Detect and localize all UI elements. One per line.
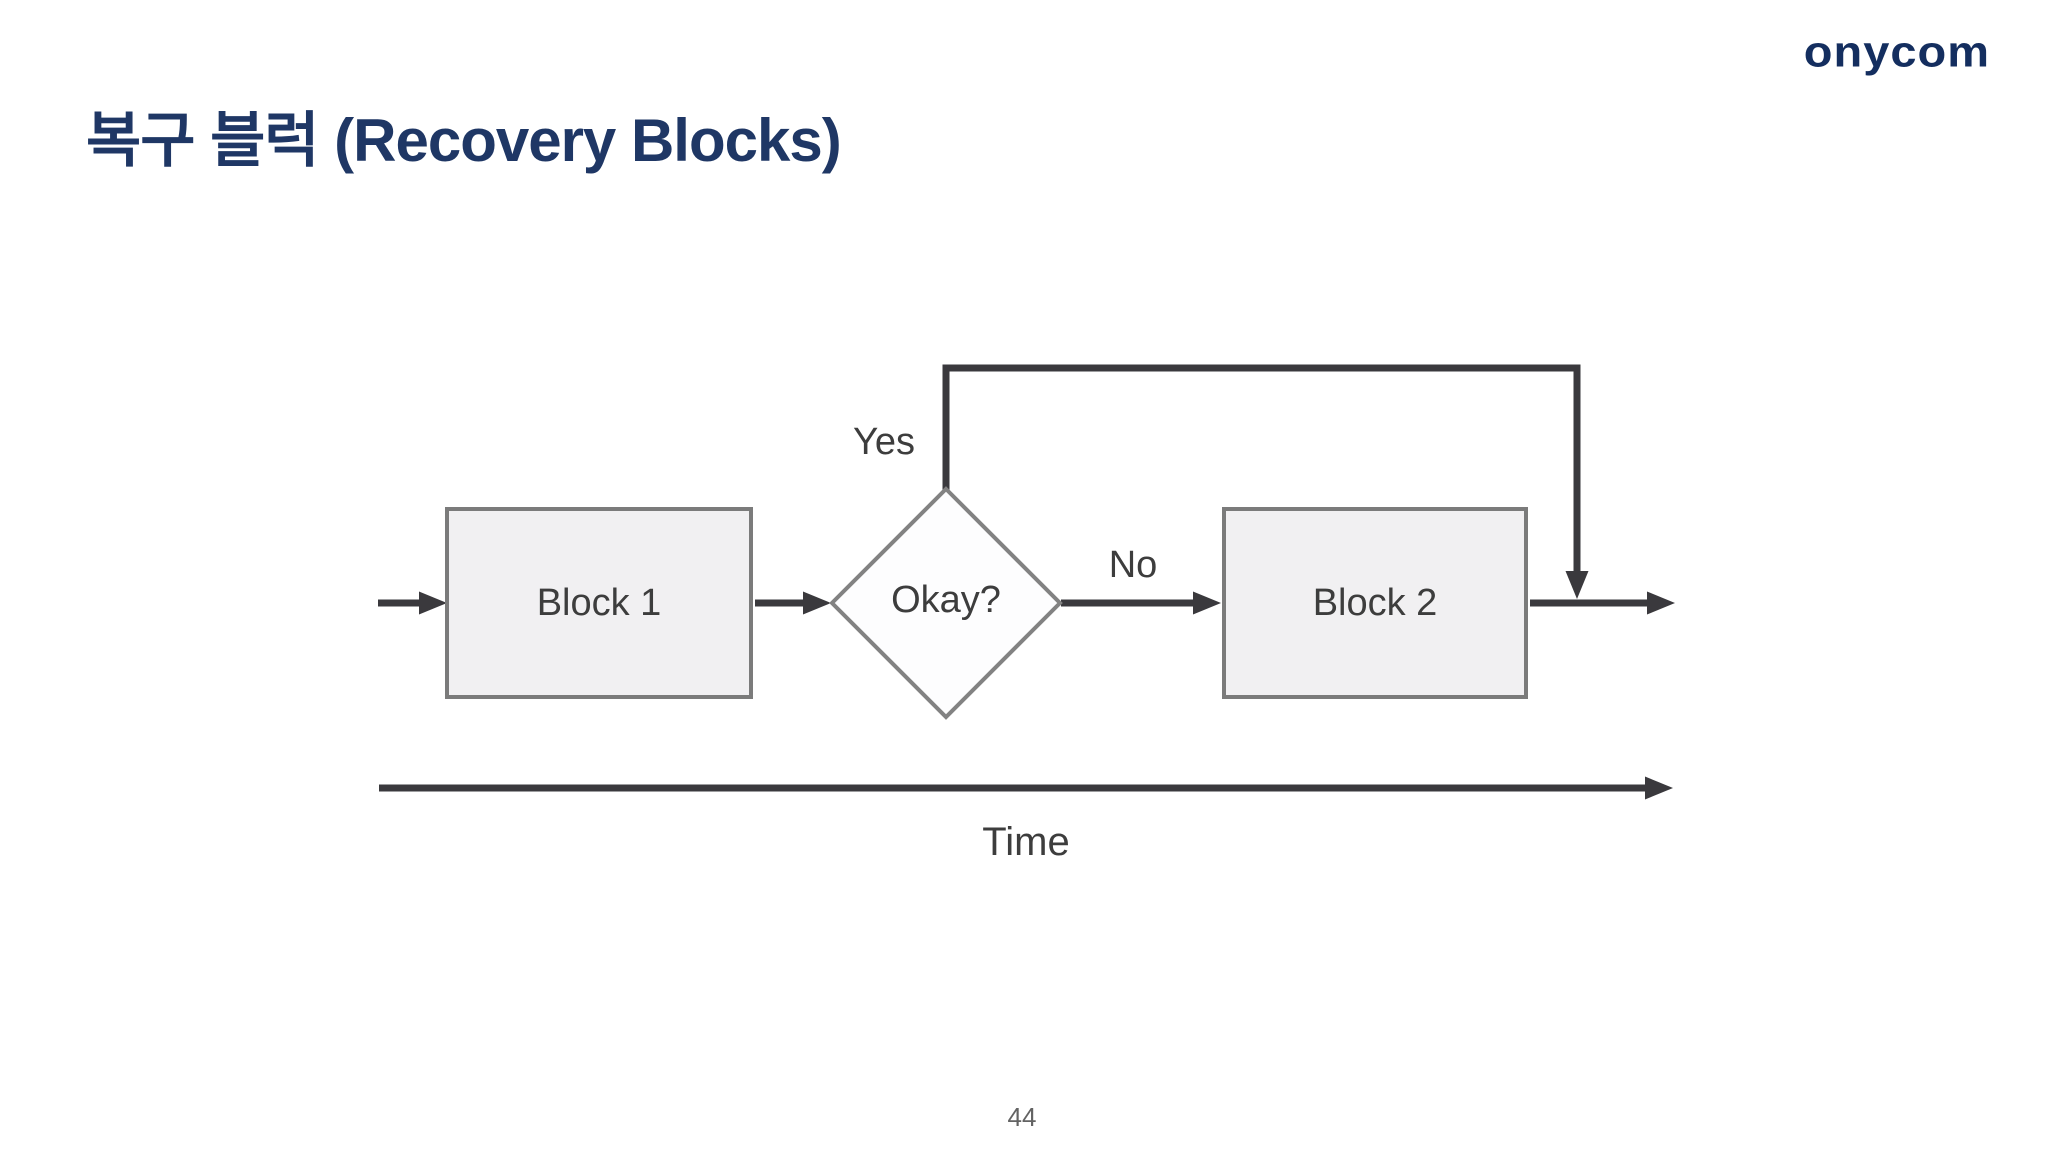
output-arrowhead bbox=[1647, 591, 1675, 615]
block2-label: Block 2 bbox=[1312, 581, 1438, 624]
page-number: 44 bbox=[1007, 1102, 1037, 1132]
time-axis-arrowhead bbox=[1645, 776, 1673, 800]
block1-label: Block 1 bbox=[536, 581, 662, 624]
block2-node: Block 2 bbox=[1222, 507, 1528, 699]
no-path-arrowhead bbox=[1193, 591, 1221, 615]
yes-edge-label: Yes bbox=[853, 421, 915, 463]
yes-loop-arrowhead bbox=[1565, 571, 1589, 599]
company-logo: onycom bbox=[1803, 27, 1990, 76]
block1-to-decision-arrowhead bbox=[803, 591, 831, 615]
yes-loop-line bbox=[942, 364, 1581, 574]
no-edge-label: No bbox=[1108, 544, 1158, 586]
input-arrowhead bbox=[419, 591, 447, 615]
block1-node: Block 1 bbox=[445, 507, 753, 699]
decision-diamond bbox=[829, 486, 1063, 720]
decision-label: Okay? bbox=[891, 579, 1001, 621]
slide-title: 복구 블럭 (Recovery Blocks) bbox=[86, 107, 842, 174]
time-axis-label: Time bbox=[982, 820, 1070, 864]
